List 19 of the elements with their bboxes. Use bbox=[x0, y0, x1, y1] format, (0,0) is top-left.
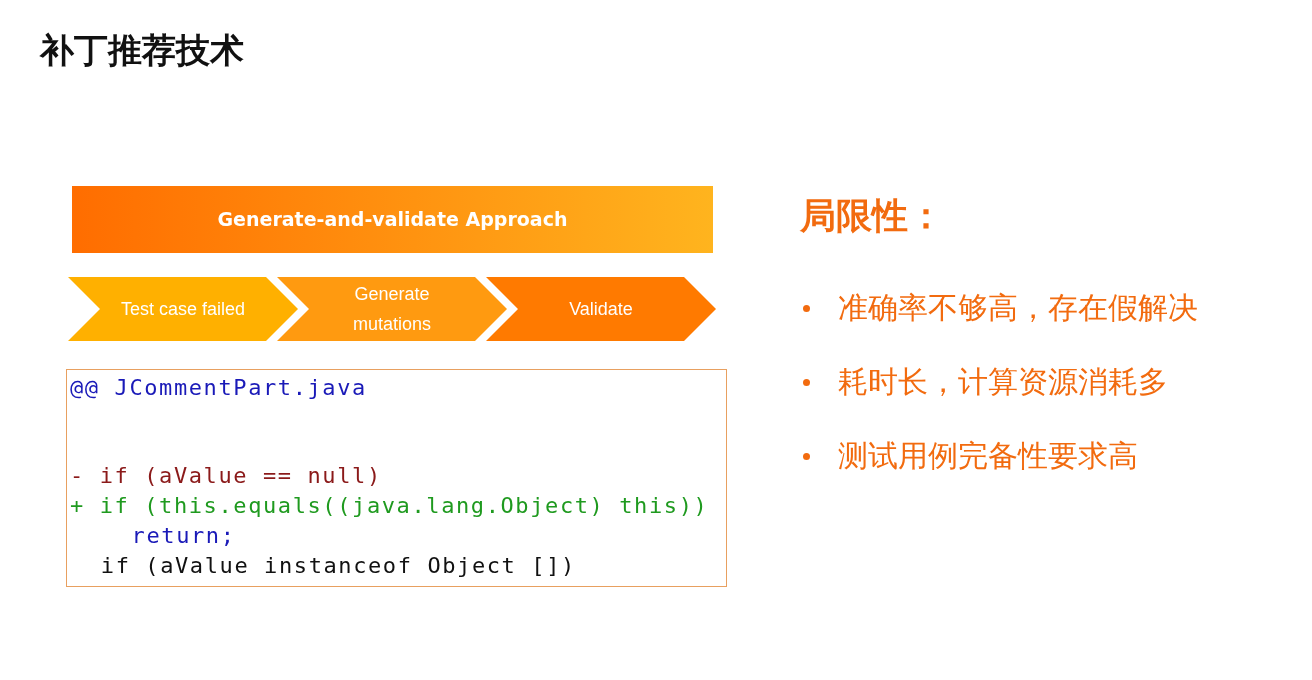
code-line: if (aValue instanceof Object []) bbox=[100, 552, 576, 580]
banner-label: Generate-and-validate Approach bbox=[216, 207, 569, 232]
bullet-text: 准确率不够高，存在假解决 bbox=[838, 289, 1198, 327]
step-label: Validate bbox=[568, 298, 634, 321]
code-line: return; bbox=[131, 522, 236, 550]
section-heading: 局限性： bbox=[800, 194, 944, 238]
bullet-text: 测试用例完备性要求高 bbox=[838, 437, 1138, 475]
title-banner bbox=[72, 186, 713, 253]
chevron-step bbox=[277, 277, 507, 341]
chevron-step bbox=[486, 277, 716, 341]
chevron-step bbox=[68, 277, 298, 341]
step-label: Test case failed bbox=[119, 298, 247, 321]
code-box bbox=[66, 369, 727, 587]
code-line: - if (aValue == null) bbox=[70, 462, 382, 490]
bullet-text: 耗时长，计算资源消耗多 bbox=[838, 363, 1168, 401]
code-line: + if (this.equals((java.lang.Object) this)) bbox=[70, 492, 709, 520]
step-label: Generate mutations bbox=[351, 283, 432, 336]
code-line: @@ JCommentPart.java bbox=[70, 374, 367, 402]
slide-title: 补丁推荐技术 bbox=[40, 29, 244, 72]
